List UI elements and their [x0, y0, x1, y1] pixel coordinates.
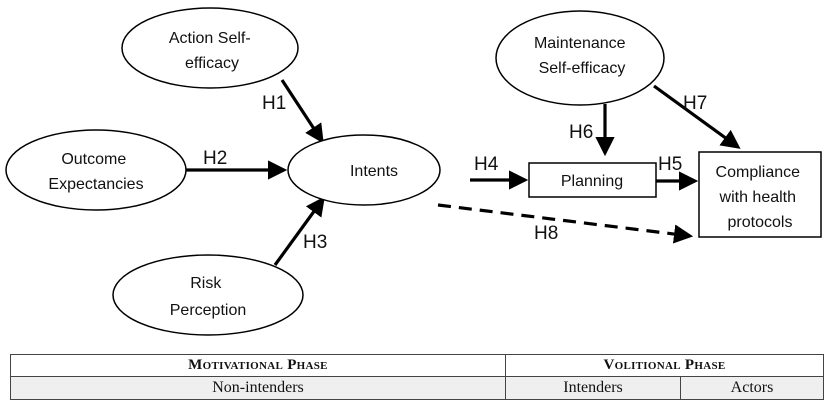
svg-text:Compliance with health: Compliance with health protocols [716, 164, 805, 231]
node-planning: Planning [528, 162, 657, 198]
hapa-model-diagram: Action Self- efficacy Outcome Expectanci… [5, 7, 822, 336]
node-compliance: Compliance with health protocols [698, 151, 822, 238]
arrow-h7 [653, 84, 741, 149]
phase-table: Motivational Phase Volitional Phase Non-… [10, 354, 825, 400]
node-intents: Intents [287, 134, 441, 206]
svg-text:Planning: Planning [561, 173, 623, 190]
actors-cell: Actors [679, 376, 825, 400]
svg-text:Action Self- efficacy: Action Self- efficacy [169, 30, 255, 72]
label-h4: H4 [474, 154, 499, 175]
intenders-cell: Intenders [505, 376, 681, 400]
label-h5: H5 [658, 154, 682, 175]
arrow-h8 [437, 203, 694, 244]
node-outcome-expectancies: Outcome Expectancies [5, 129, 187, 211]
arrow-h1 [280, 79, 324, 144]
volitional-phase-header: Volitional Phase [504, 354, 825, 377]
svg-text:Intents: Intents [350, 163, 398, 180]
svg-text:Risk Perception: Risk Perception [170, 275, 247, 319]
label-h6: H6 [569, 122, 593, 143]
svg-text:Outcome Expectancies: Outcome Expectancies [48, 151, 143, 193]
label-h7: H7 [683, 93, 707, 114]
label-h3: H3 [303, 232, 327, 253]
node-maintenance-self-efficacy: Maintenance Self-efficacy [495, 10, 665, 106]
non-intenders-cell: Non-intenders [10, 376, 506, 400]
node-risk-perception: Risk Perception [112, 254, 304, 336]
label-h1: H1 [262, 93, 286, 114]
label-h2: H2 [203, 148, 227, 169]
motivational-phase-header: Motivational Phase [10, 354, 506, 377]
label-h8: H8 [534, 223, 558, 244]
arrow-h3 [273, 196, 325, 266]
node-action-self-efficacy: Action Self- efficacy [121, 7, 299, 89]
svg-text:Maintenance Self-efficac: Maintenance Self-efficacy [534, 35, 630, 77]
